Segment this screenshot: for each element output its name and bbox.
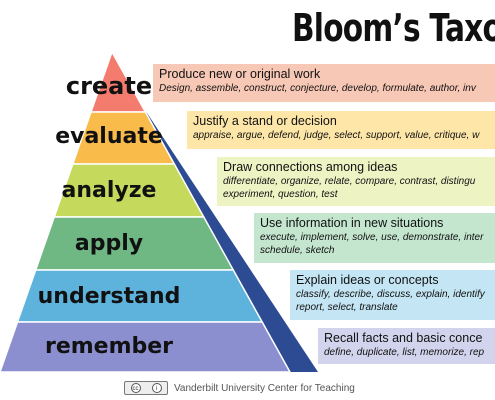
cc-icon: cc <box>130 383 141 393</box>
level-label-evaluate: evaluate <box>55 124 163 149</box>
box-verbs: Design, assemble, construct, conjecture,… <box>159 83 476 94</box>
box-heading: Recall facts and basic conce <box>324 331 483 345</box>
level-label-remember: remember <box>44 334 174 359</box>
description-box-create: Produce new or original work Design, ass… <box>153 64 495 102</box>
box-verbs: define, duplicate, list, memorize, rep <box>324 347 485 358</box>
description-box-understand: Explain ideas or concepts classify, desc… <box>290 270 495 320</box>
description-box-evaluate: Justify a stand or decision appraise, ar… <box>187 111 495 149</box>
level-label-create: create <box>65 72 153 100</box>
footer: cc i Vanderbilt University Center for Te… <box>124 380 355 396</box>
box-verbs: appraise, argue, defend, judge, select, … <box>193 130 480 141</box>
cc-license-badge: cc i <box>124 381 168 395</box>
box-heading: Draw connections among ideas <box>223 160 398 174</box>
box-heading: Explain ideas or concepts <box>296 273 439 287</box>
by-attribution-icon: i <box>151 383 162 393</box>
box-verbs: differentiate, organize, relate, compare… <box>223 176 476 187</box>
pyramid-shadow <box>112 60 318 372</box>
box-verbs: classify, describe, discuss, explain, id… <box>296 289 485 300</box>
page-title: Bloom’s Taxo <box>292 6 495 50</box>
box-verbs: experiment, question, test <box>223 189 338 200</box>
description-box-apply: Use information in new situations execut… <box>254 213 495 263</box>
description-box-remember: Recall facts and basic conce define, dup… <box>318 328 495 364</box>
level-label-analyze: analyze <box>61 178 157 203</box>
level-label-apply: apply <box>74 231 144 256</box>
footer-credit: Vanderbilt University Center for Teachin… <box>174 382 355 394</box>
box-verbs: schedule, sketch <box>260 245 335 256</box>
box-verbs: execute, implement, solve, use, demonstr… <box>260 232 484 243</box>
box-verbs: report, select, translate <box>296 302 398 313</box>
pyramid-tier-remember <box>0 321 292 373</box>
description-box-analyze: Draw connections among ideas differentia… <box>217 157 495 206</box>
level-label-understand: understand <box>37 284 181 309</box>
box-heading: Use information in new situations <box>260 216 444 230</box>
box-heading: Produce new or original work <box>159 67 321 81</box>
box-heading: Justify a stand or decision <box>193 114 337 128</box>
